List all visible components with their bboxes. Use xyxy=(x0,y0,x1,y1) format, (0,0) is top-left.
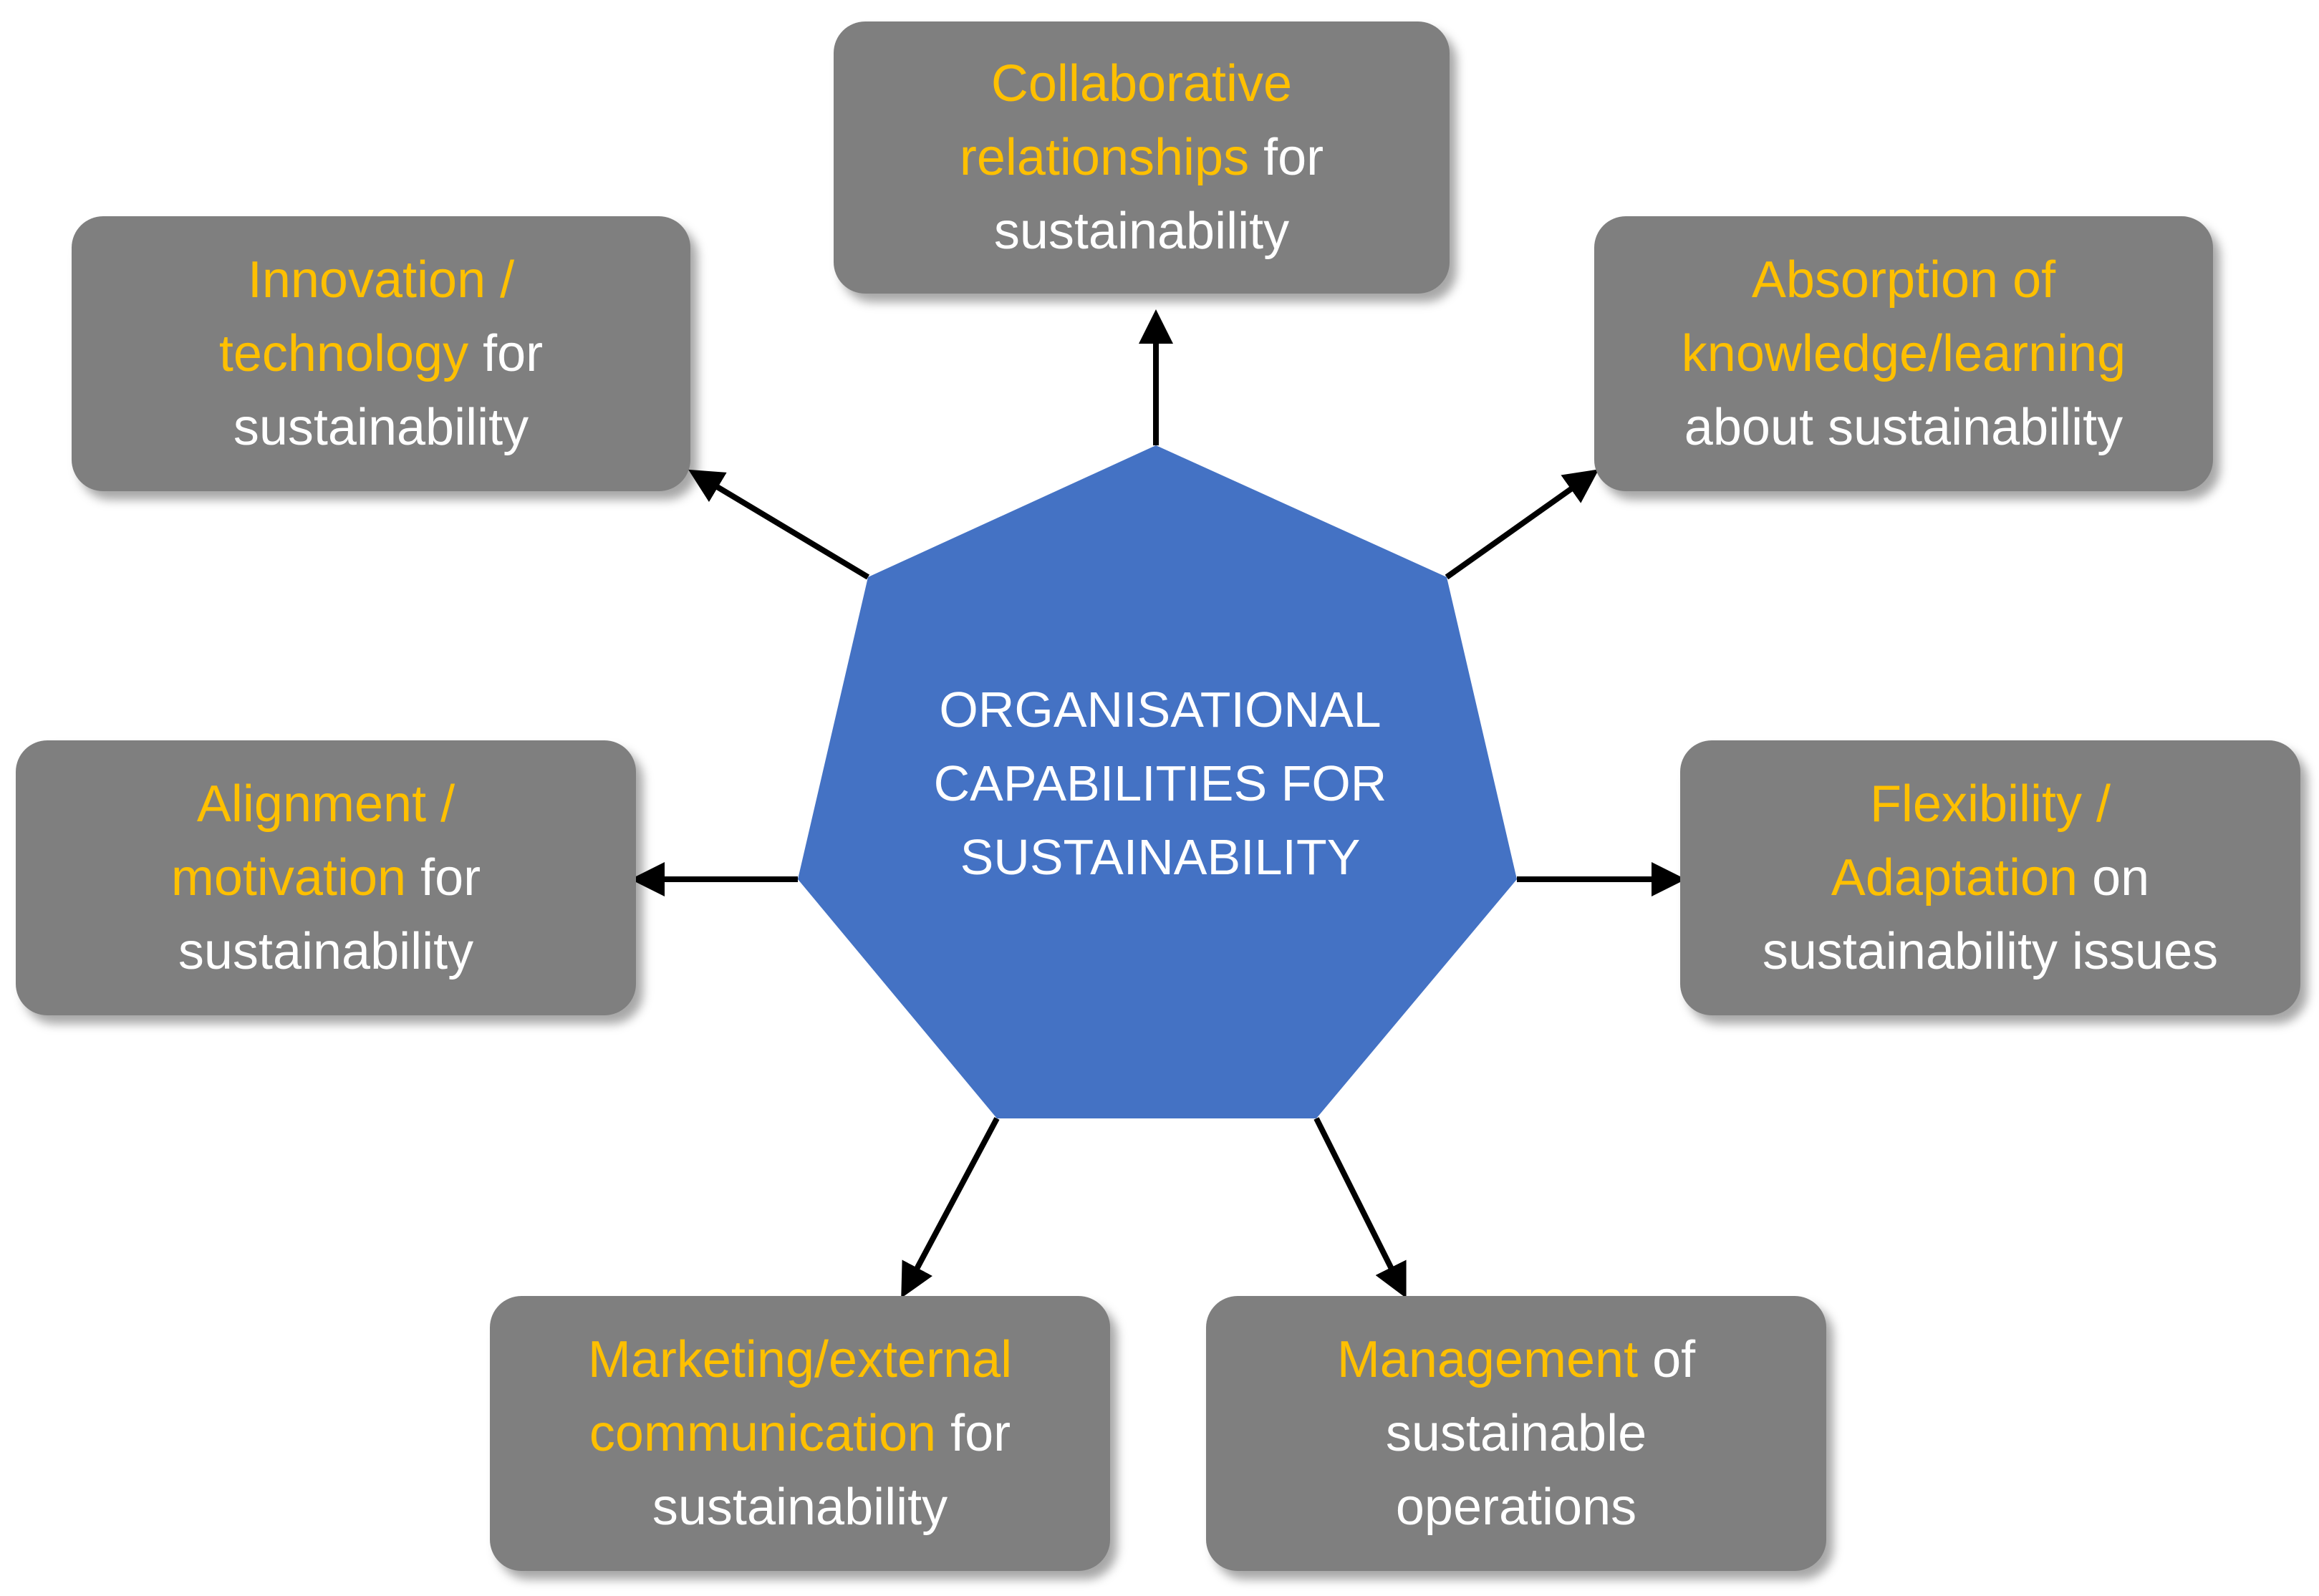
node-alignment-highlight: motivation xyxy=(170,848,407,906)
arrow-to-innovation xyxy=(688,469,870,580)
node-marketing-line-2-rest: for xyxy=(936,1404,1011,1462)
node-absorption-line-1: Absorption of xyxy=(1751,251,2056,309)
node-alignment-line-3: sustainability xyxy=(178,922,474,980)
node-collaborative-line-2-rest: for xyxy=(1249,128,1324,186)
node-marketing-communication: Marketing/external communication for sus… xyxy=(490,1296,1110,1571)
node-alignment-motivation: Alignment / motivation for sustainabilit… xyxy=(16,740,636,1015)
node-flexibility-highlight: Adaptation xyxy=(1831,848,2078,906)
node-marketing-line-3: sustainability xyxy=(652,1478,948,1536)
node-absorption-knowledge: Absorption of knowledge/learning about s… xyxy=(1594,216,2213,491)
node-flexibility-adaptation: Flexibility / Adaptation on sustainabili… xyxy=(1680,740,2300,1015)
node-flexibility-line-3: sustainability issues xyxy=(1762,922,2219,980)
arrow-to-absorption xyxy=(1445,469,1599,580)
node-alignment-line-1: Alignment / xyxy=(196,775,455,833)
node-innovation-line-3: sustainability xyxy=(233,398,529,456)
node-marketing-highlight: communication xyxy=(589,1404,937,1462)
node-absorption-line-2: knowledge/learning xyxy=(1681,324,2126,382)
arrow-to-marketing xyxy=(901,1117,1000,1299)
node-collaborative-line-3: sustainability xyxy=(993,202,1290,260)
node-management-line-1-rest: of xyxy=(1638,1330,1696,1388)
node-management-operations: Management of sustainable operations xyxy=(1206,1296,1826,1571)
node-innovation-line-2-rest: for xyxy=(468,324,544,382)
node-marketing-line-1: Marketing/external xyxy=(587,1330,1013,1388)
hub-label-line-3: SUSTAINABILITY xyxy=(960,829,1361,885)
node-innovation-technology: Innovation / technology for sustainabili… xyxy=(72,216,690,491)
node-absorption-line-3: about sustainability xyxy=(1684,398,2123,456)
hub-label: ORGANISATIONAL CAPABILITIES FOR SUSTAINA… xyxy=(845,673,1475,894)
node-innovation-line-1: Innovation / xyxy=(247,251,515,309)
node-alignment-line-2-rest: for xyxy=(406,848,481,906)
node-collaborative-line-1: Collaborative xyxy=(990,54,1293,112)
node-collaborative-highlight: relationships xyxy=(959,128,1250,186)
hub-heptagon xyxy=(798,445,1517,1118)
arrow-to-management xyxy=(1313,1117,1407,1299)
node-innovation-highlight: technology xyxy=(218,324,469,382)
node-flexibility-line-1: Flexibility / xyxy=(1869,775,2111,833)
node-collaborative-relationships: Collaborative relationships for sustaina… xyxy=(834,21,1450,294)
node-flexibility-line-2-rest: on xyxy=(2078,848,2150,906)
hub-label-line-2: CAPABILITIES FOR xyxy=(933,755,1387,811)
node-management-line-2: sustainable xyxy=(1385,1404,1647,1462)
node-management-highlight: Management xyxy=(1336,1330,1639,1388)
hub-label-line-1: ORGANISATIONAL xyxy=(939,682,1382,737)
node-management-line-3: operations xyxy=(1395,1478,1637,1536)
